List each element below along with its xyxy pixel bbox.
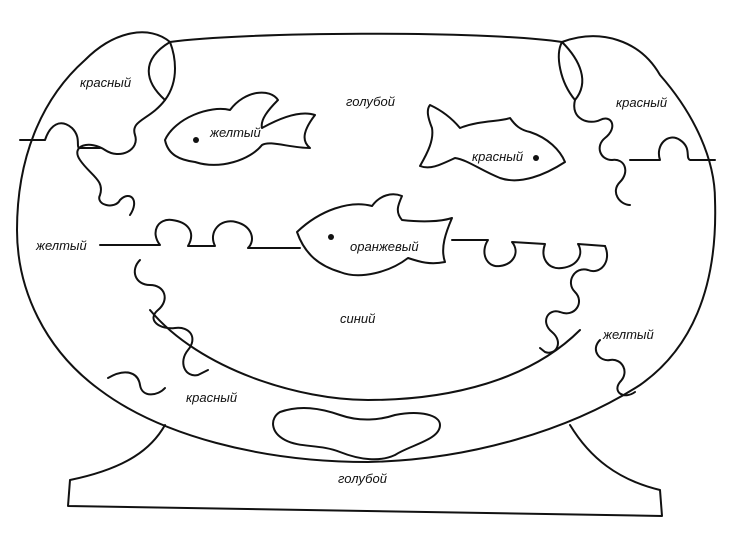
bowl-outline	[17, 32, 715, 462]
label-water-bottom: синий	[340, 311, 376, 326]
fish-right-eye	[533, 155, 539, 161]
fish-center-eye	[328, 234, 334, 240]
lower-left-piece-border	[135, 260, 208, 375]
top-left-knob	[20, 123, 100, 148]
bowl-rim	[149, 42, 175, 100]
middle-divider-right	[452, 240, 605, 268]
right-lower-knob	[596, 340, 635, 395]
top-right-knob	[630, 138, 715, 160]
fish-right-shape	[420, 105, 565, 180]
label-top-right-piece: красный	[616, 95, 668, 110]
fish-left-shape	[165, 93, 315, 165]
middle-divider	[100, 220, 300, 248]
label-bottom-left-piece: красный	[186, 390, 238, 405]
top-right-piece-border	[574, 100, 630, 205]
stand-slot	[273, 408, 440, 459]
top-left-piece-border	[77, 100, 165, 215]
label-right-lower-piece: желтый	[603, 327, 654, 342]
lower-right-piece-border	[540, 246, 607, 353]
stand-piece	[68, 425, 662, 516]
fish-left-eye	[193, 137, 199, 143]
bottom-left-knob	[108, 372, 165, 394]
label-stand: голубой	[338, 471, 387, 486]
label-fish-right: красный	[472, 149, 524, 164]
inner-bottom-arc	[150, 310, 580, 400]
label-water-top: голубой	[346, 94, 395, 109]
label-fish-left: желтый	[210, 125, 261, 140]
fish-center-shape	[297, 194, 452, 275]
bowl-rim-right	[559, 42, 582, 100]
label-top-left-piece: красный	[80, 75, 132, 90]
label-fish-center: оранжевый	[350, 239, 419, 254]
label-left-middle-piece: желтый	[36, 238, 87, 253]
